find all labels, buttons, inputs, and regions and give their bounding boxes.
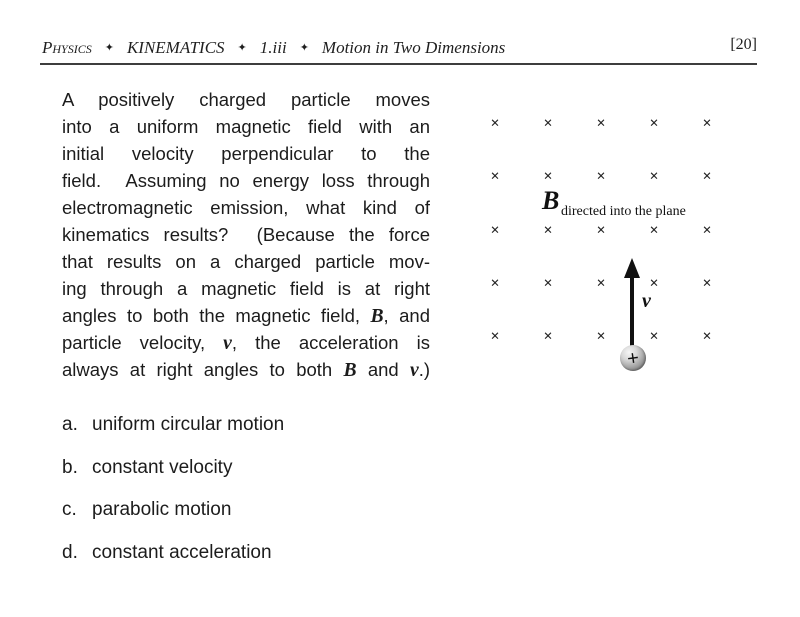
option-label: uniform circular motion [92, 414, 285, 435]
field-cross-icon: × [596, 328, 606, 345]
option-letter: a. [62, 414, 78, 435]
question-line: always at right angles to both B and v.) [62, 359, 430, 381]
field-cross-icon: × [490, 274, 500, 292]
field-cross-icon: × [649, 115, 659, 132]
field-cross-icon: × [596, 168, 606, 186]
field-cross-icon: × [543, 115, 553, 132]
field-cross-icon: × [702, 274, 712, 292]
plus-charge-icon: + [625, 344, 641, 371]
option-b[interactable]: b. constant velocity [62, 457, 442, 478]
velocity-label: v [642, 290, 651, 312]
field-cross-icon: × [543, 328, 553, 345]
course-title: Physics [42, 38, 92, 57]
option-letter: d. [62, 541, 78, 563]
charged-particle: + [620, 345, 646, 371]
question-line: field. Assuming no energy loss through [62, 170, 430, 191]
option-label: parabolic motion [92, 499, 232, 520]
diamond-separator-icon: ✦ [299, 42, 309, 54]
velocity-arrow-shaft [630, 273, 634, 347]
field-cross-icon: × [596, 221, 606, 239]
option-label: constant acceleration [92, 541, 272, 563]
option-letter: c. [62, 499, 77, 520]
option-c[interactable]: c. parabolic motion [62, 499, 442, 520]
diamond-separator-icon: ✦ [237, 42, 247, 54]
option-d[interactable]: d. constant acceleration [62, 542, 442, 563]
page-header: Physics ✦ KINEMATICS ✦ 1.iii ✦ Motion in… [40, 36, 757, 60]
field-cross-icon: × [702, 221, 712, 239]
field-cross-icon: × [649, 328, 659, 345]
question-line: electromagnetic emission, what kind of [62, 197, 430, 218]
field-cross-icon: × [543, 274, 553, 292]
option-label: constant velocity [92, 456, 233, 478]
question-line: into a uniform magnetic field with an [62, 116, 430, 137]
unit-title: KINEMATICS [126, 38, 225, 57]
question-text: A positively charged particle moves into … [62, 86, 430, 383]
question-line: kinematics results? (Because the force [62, 224, 430, 245]
field-cross-icon: × [702, 168, 712, 186]
question-line: that results on a charged particle mov- [62, 251, 430, 272]
b-field-caption: directed into the plane [561, 204, 686, 219]
field-cross-icon: × [490, 328, 500, 345]
velocity-arrow-head-icon [624, 258, 640, 278]
section-number: 1.iii [259, 38, 287, 57]
diamond-separator-icon: ✦ [104, 42, 114, 54]
field-cross-icon: × [490, 115, 500, 132]
field-cross-icon: × [543, 168, 553, 186]
field-cross-icon: × [490, 221, 500, 239]
field-cross-icon: × [596, 115, 606, 132]
question-line: ing through a magnetic field is at right [62, 278, 430, 299]
question-line: angles to both the magnetic field, B, an… [62, 305, 430, 327]
page-number: [20] [730, 36, 757, 53]
topic-title: Motion in Two Dimensions [321, 38, 506, 57]
header-rule [40, 63, 757, 65]
breadcrumb: Physics ✦ KINEMATICS ✦ 1.iii ✦ Motion in… [42, 38, 505, 58]
field-cross-icon: × [649, 168, 659, 186]
field-cross-icon: × [702, 115, 712, 132]
field-cross-icon: × [596, 274, 606, 292]
field-cross-icon: × [702, 328, 712, 345]
field-cross-icon: × [649, 274, 659, 292]
b-field-symbol: B [542, 186, 560, 215]
answer-options: a. uniform circular motion b. constant v… [62, 414, 442, 584]
question-line: initial velocity perpendicular to the [62, 143, 430, 164]
question-line: A positively charged particle moves [62, 89, 430, 110]
field-cross-icon: × [649, 221, 659, 239]
question-line: particle velocity, v, the acceleration i… [62, 332, 430, 354]
option-a[interactable]: a. uniform circular motion [62, 414, 442, 435]
field-cross-icon: × [543, 221, 553, 239]
option-letter: b. [62, 456, 78, 478]
field-cross-icon: × [490, 168, 500, 186]
